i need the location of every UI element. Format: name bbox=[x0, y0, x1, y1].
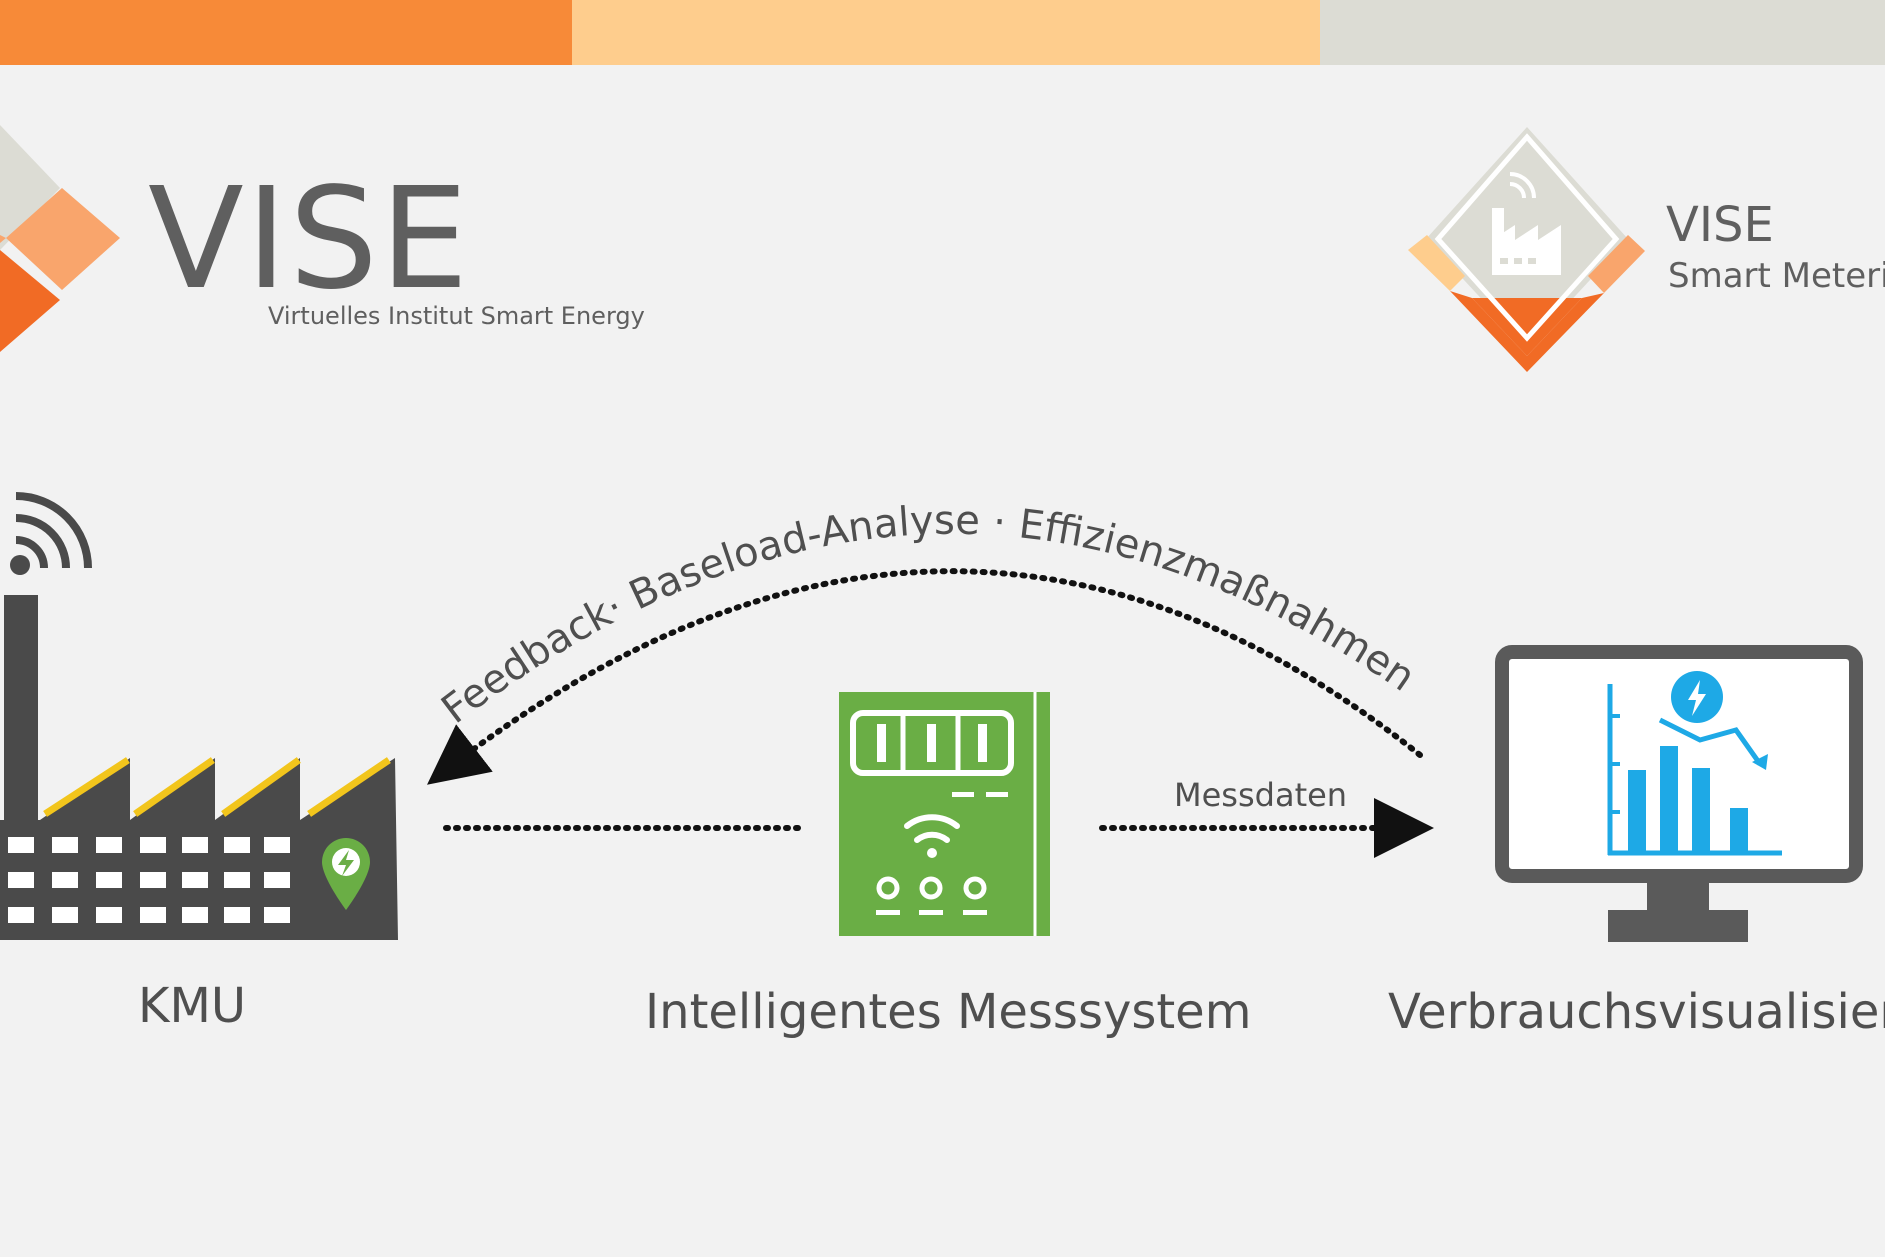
logo-title: VISE bbox=[148, 158, 471, 321]
kmu-label: KMU bbox=[138, 978, 247, 1034]
meter-label: Intelligentes Messsystem bbox=[645, 984, 1252, 1040]
top-bar-light-orange bbox=[572, 0, 1320, 65]
top-bar-gray bbox=[1320, 0, 1885, 65]
top-bar-orange bbox=[0, 0, 572, 65]
feedback-arc-arrow bbox=[427, 568, 1423, 785]
factory-icon bbox=[0, 492, 398, 940]
smart-meter-icon bbox=[839, 692, 1050, 936]
monitor-chart-icon bbox=[1495, 645, 1863, 942]
smart-metering-diamond-icon bbox=[1408, 127, 1645, 372]
project-subtitle: Smart Meteri bbox=[1668, 256, 1885, 296]
visualization-label: Verbrauchsvisualisieru bbox=[1388, 984, 1885, 1040]
project-title: VISE bbox=[1666, 197, 1774, 253]
vise-diamond-logo-icon bbox=[0, 125, 120, 352]
messdaten-label: Messdaten bbox=[1174, 776, 1348, 814]
logo-subtitle: Virtuelles Institut Smart Energy bbox=[268, 302, 645, 330]
